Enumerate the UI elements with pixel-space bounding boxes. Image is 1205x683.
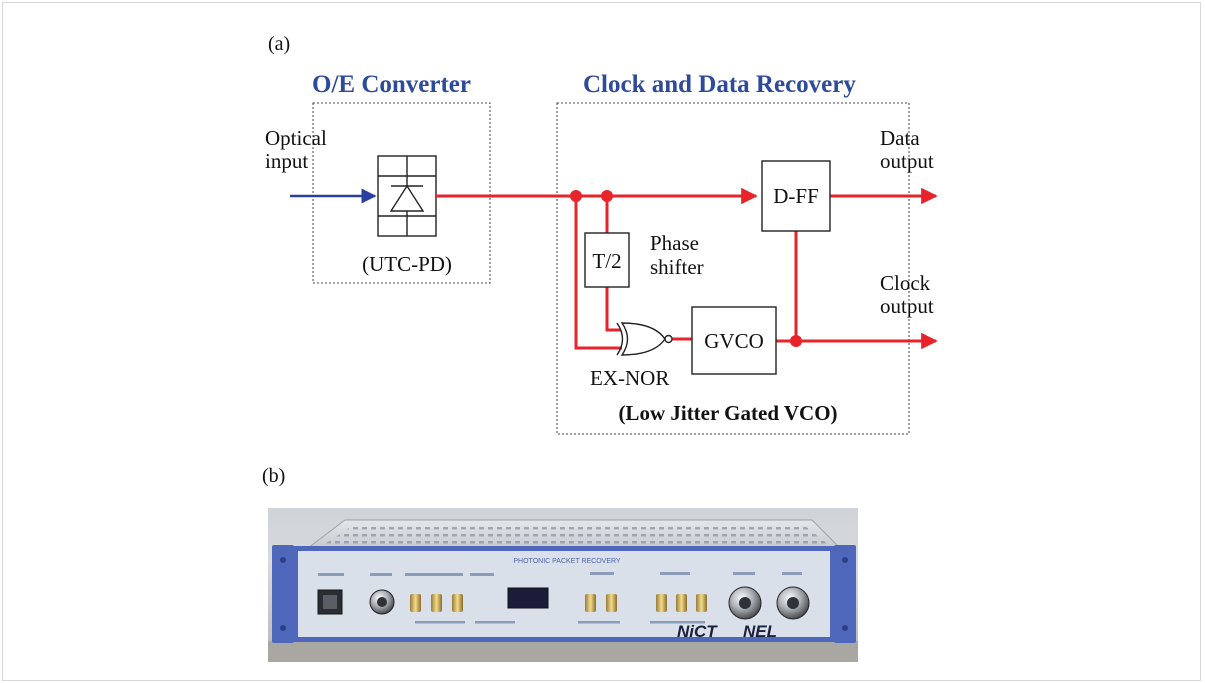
clock-output-label-line1: Clock (880, 271, 931, 295)
photodiode-icon (377, 155, 437, 237)
bnc-connectors-icon (410, 594, 707, 612)
panel-a-label: (a) (268, 33, 290, 55)
cdr-block (556, 102, 910, 435)
device-title-text: PHOTONIC PACKET RECOVERY (513, 558, 621, 565)
junction-dot (601, 190, 613, 202)
optical-input-label-line1: Optical (265, 126, 327, 150)
gvco-label: GVCO (704, 329, 764, 353)
data-output-label-line2: output (880, 149, 934, 173)
nel-logo: NEL (743, 622, 777, 641)
nict-logo: NiCT (677, 622, 718, 641)
phase-shifter-label-line2: shifter (650, 255, 704, 279)
phase-shifter-label-line1: Phase (650, 231, 699, 255)
junction-dot (790, 335, 802, 347)
gvco-box (691, 306, 777, 375)
data-output-label-line1: Data (880, 126, 920, 150)
panel-b-label: (b) (262, 465, 285, 487)
dff-label: D-FF (773, 184, 819, 208)
signal-wires (436, 187, 938, 350)
dff-box (761, 160, 831, 232)
utc-pd-label: (UTC-PD) (362, 252, 452, 276)
clock-output-label-line2: output (880, 294, 934, 318)
gated-vco-caption: (Low Jitter Gated VCO) (618, 401, 837, 425)
junction-dot (570, 190, 582, 202)
device-photo (268, 508, 858, 662)
exnor-gate-icon (616, 322, 673, 356)
oe-converter-block (312, 102, 491, 284)
half-delay-label: T/2 (592, 249, 621, 273)
oe-converter-title: O/E Converter (312, 71, 471, 98)
cdr-title: Clock and Data Recovery (583, 71, 856, 98)
phase-shifter-box (584, 232, 630, 288)
exnor-label: EX-NOR (590, 366, 669, 390)
optical-input-label-line2: input (265, 149, 308, 173)
